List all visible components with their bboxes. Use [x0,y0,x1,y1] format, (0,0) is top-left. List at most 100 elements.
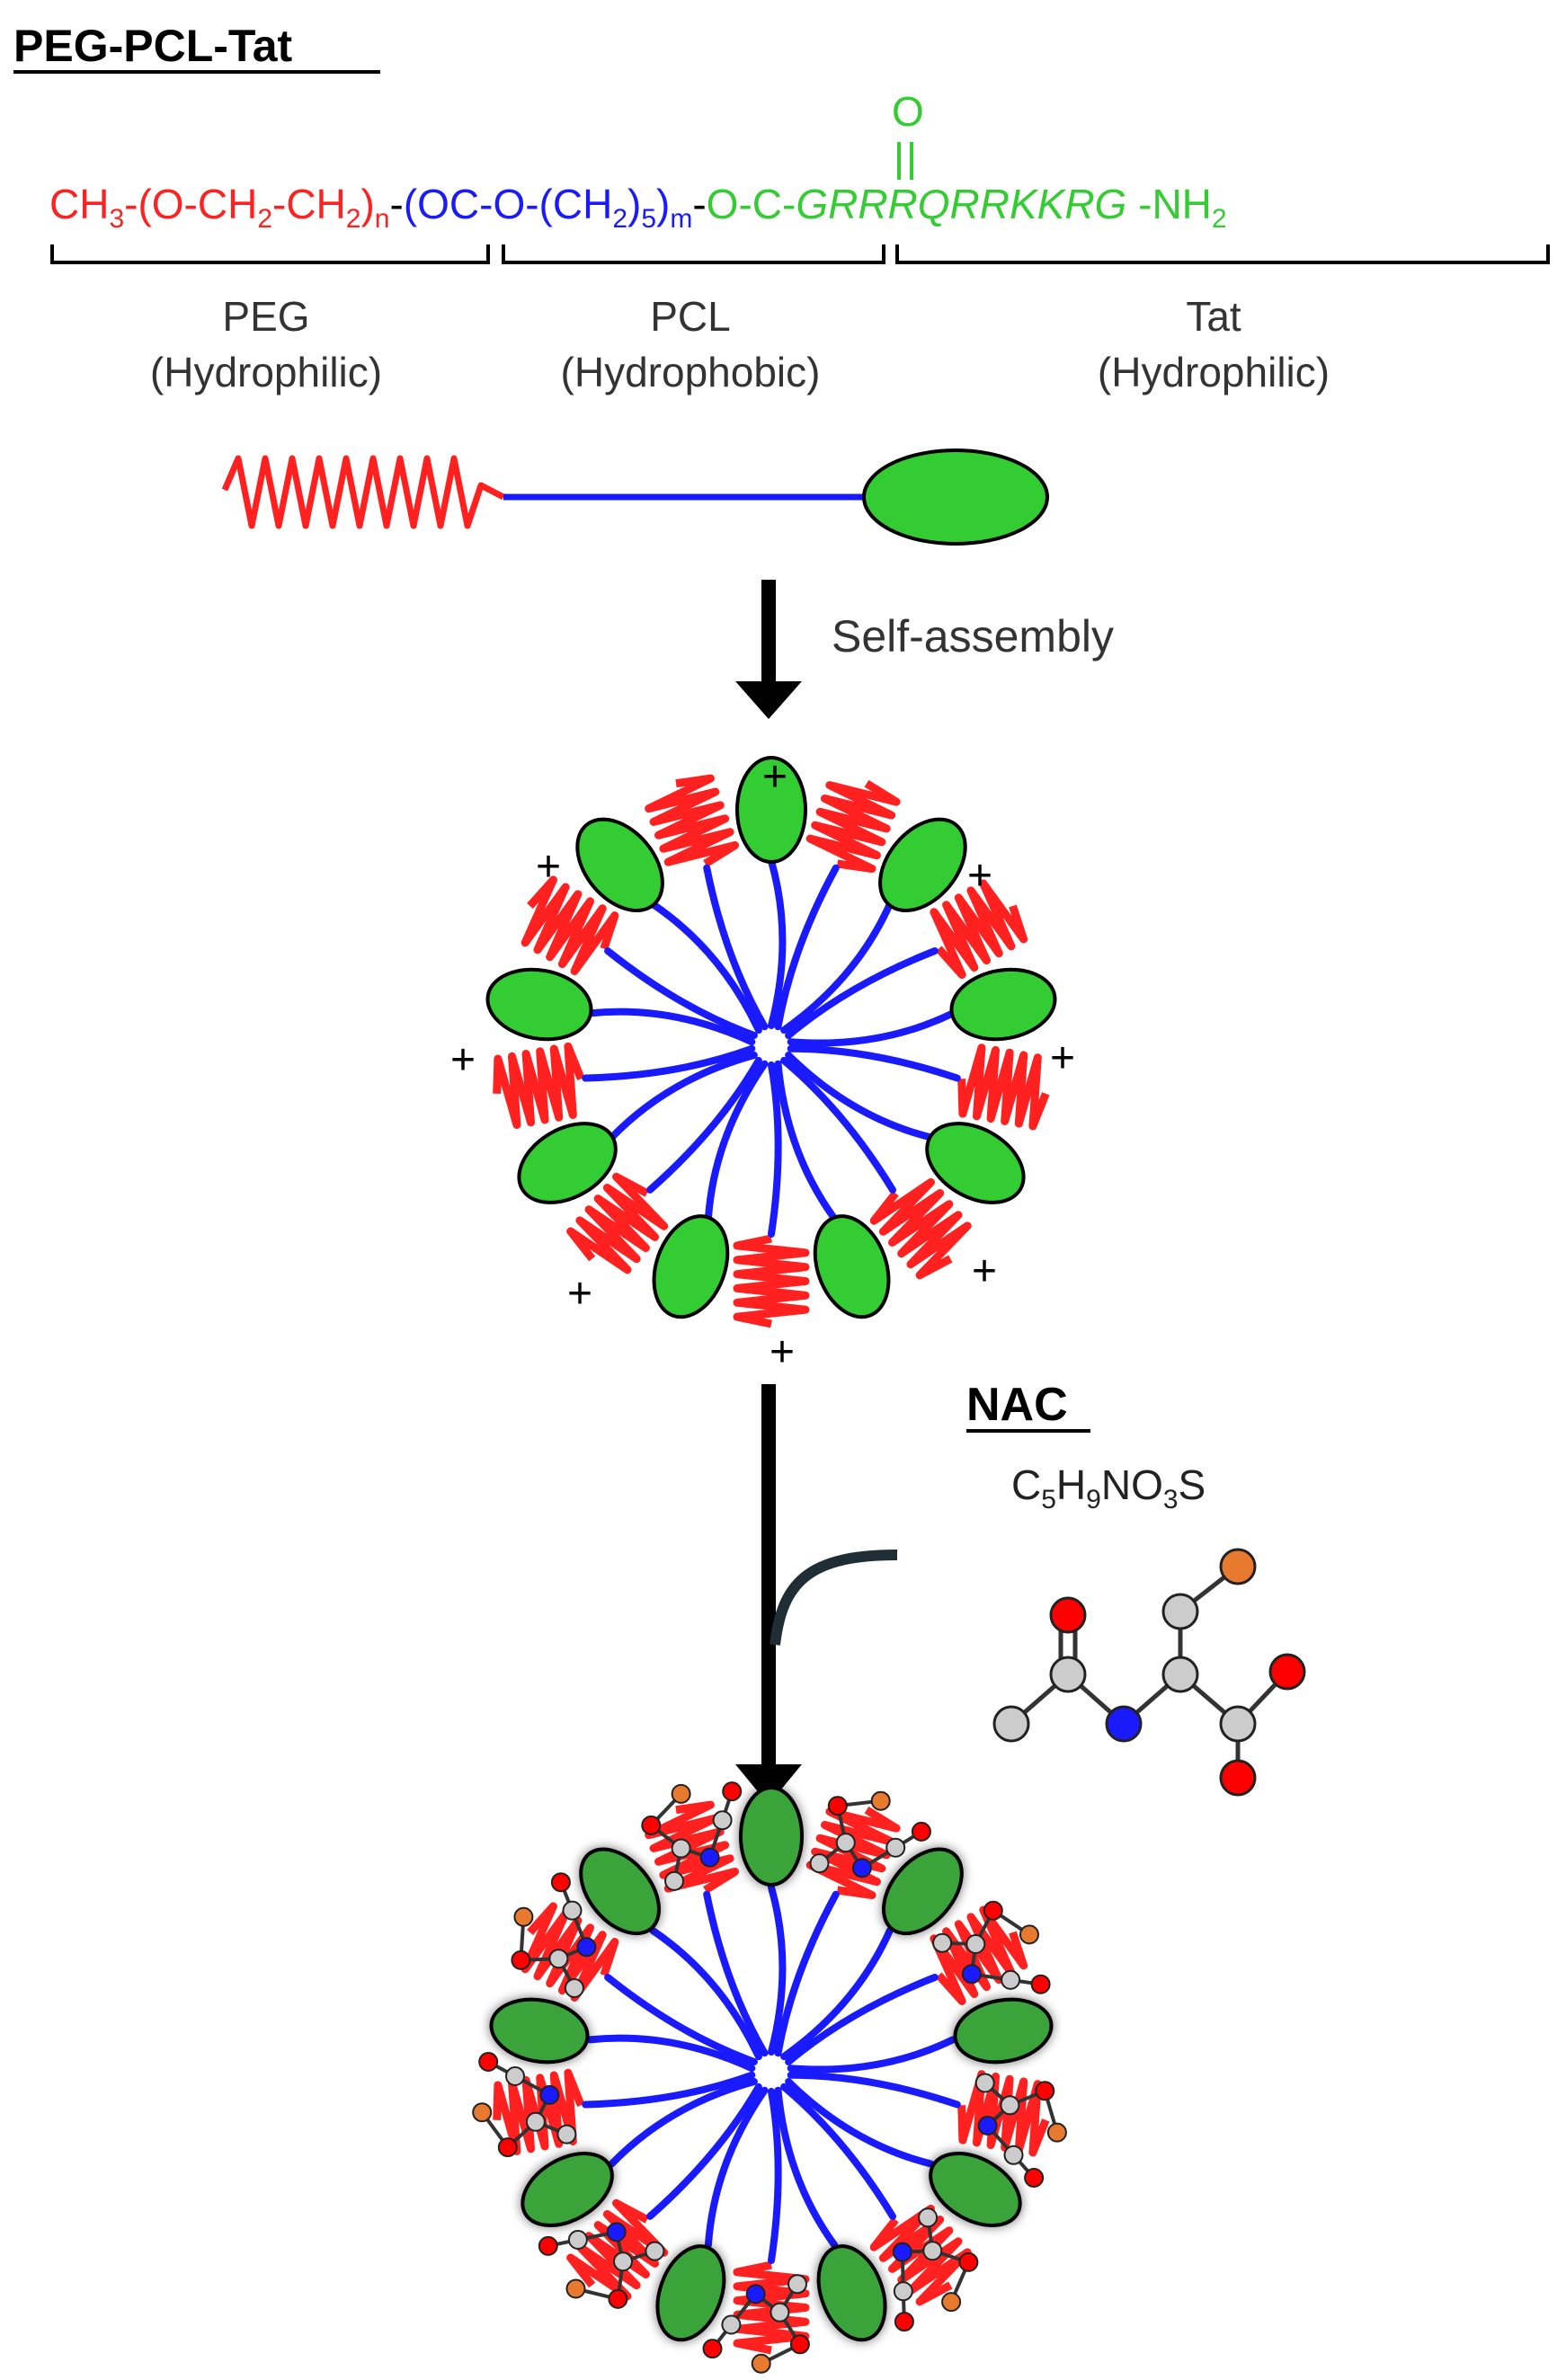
tat-head [485,967,593,1042]
pcl-chain [785,1052,935,1141]
tat-head [813,1214,891,1319]
carbon-atom [965,1934,986,1954]
pcl-chain [646,1056,762,1194]
carbon-atom [712,1810,733,1831]
peg-coil [930,879,1028,979]
oxygen-atom [478,2052,499,2072]
pcl-chain [768,1884,787,2056]
carbon-atom [1161,1593,1199,1630]
nitrogen-atom [699,1847,720,1868]
pcl-chain [785,947,939,1039]
positive-charge: + [967,852,992,900]
nac-molecule [992,1548,1306,1797]
carbon-atom [885,1837,906,1858]
pcl-chain [785,2078,935,2168]
unimer-cartoon [221,448,1049,546]
nac-formula: C5H9NO3S [1011,1461,1206,1514]
tat-head [489,1997,590,2065]
block-peg-name: PEG [222,293,309,340]
carbon-atom [564,1978,584,1998]
carbon-atom [1001,1969,1021,1990]
positive-charge: + [536,843,561,891]
block-peg-property: (Hydrophilic) [150,349,382,395]
carbon-atom [835,1833,856,1853]
oxygen-atom [1219,1759,1257,1797]
carbon-atom [664,1870,684,1891]
carbon-atom [548,1949,569,1969]
pcl-chain [608,2078,758,2168]
peg-coil [221,455,505,529]
tat-head [925,1122,1026,1204]
tat-head [949,967,1057,1042]
carbon-atom [1219,1705,1257,1743]
tat-head [579,1847,661,1936]
carbon-atom [721,2314,742,2335]
block-pcl-name: PCL [650,293,730,340]
block-brackets [50,244,1550,264]
tat-head [735,756,807,864]
carbon-atom [567,2230,588,2250]
sulfur-atom [1219,1548,1257,1585]
pcl-chain [704,1060,769,1222]
carbon-atom [671,1838,691,1859]
carbon-atom [1049,1656,1087,1693]
tat-head [575,817,664,913]
block-tat-property: (Hydrophilic) [1098,349,1330,395]
chemical-formula: O CH3-(O-CH2-CH2)n-(OC-O-(CH2)5)m-O-C-GR… [49,88,1227,234]
nac-input-curve [770,1550,898,1646]
carbon-atom [992,1705,1030,1743]
diagram-title: PEG-PCL-Tat [13,21,293,71]
positive-charge: + [972,1248,997,1295]
tat-head [929,2152,1022,2227]
block-tat-name: Tat [1186,293,1241,340]
tat-head [521,2152,614,2227]
positive-charge: + [450,1036,476,1084]
carbon-atom [1003,2145,1024,2165]
peg-coil [566,1172,669,1274]
oxygen-atom [958,2251,979,2272]
nitrogen-atom [576,1937,597,1958]
oxygen-atom [911,1821,931,1842]
oxygen-atom [789,2334,810,2355]
pcl-chain [787,1009,957,1047]
pcl-chain [704,2086,769,2249]
carbon-atom [562,1900,583,1921]
carbon-atom [809,1853,830,1874]
peg-coil [645,774,739,867]
pcl-chain [608,1052,758,1141]
micelle-nac-loaded [472,1781,1067,2374]
bracket-tat [895,244,1550,264]
oxygen-atom [827,1796,848,1816]
pcl-chain [604,1974,758,2065]
pcl-chain [780,901,894,1035]
sulfur-atom [565,2278,586,2299]
pcl-chain [703,1890,769,2057]
peg-coil [493,1042,585,1129]
sulfur-atom [870,1790,891,1811]
peg-coil [805,779,901,873]
pcl-chain [582,2071,756,2109]
tat-head [878,817,967,913]
sulfur-atom [513,1906,534,1927]
sulfur-atom [472,2102,493,2123]
positive-charge: + [567,1270,592,1318]
peg-coil [521,875,619,975]
oxygen-atom [1268,1653,1306,1691]
carbon-atom [556,2124,577,2145]
carbon-atom [932,1932,953,1953]
nitrogen-atom [606,2222,627,2242]
pcl-chain [768,2088,782,2264]
sulfur-atom [751,2353,771,2374]
pcl-chain [780,1927,894,2061]
tat-head [739,1786,804,1887]
formula-line: CH3-(O-CH2-CH2)n-(OC-O-(CH2)5)m-O-C-GRRR… [49,181,1227,234]
pcl-chain [646,2082,762,2220]
pcl-chain [703,864,769,1031]
positive-charge: + [1050,1035,1075,1082]
tat-head [816,2244,887,2342]
arrow-head [735,1764,802,1805]
sulfur-atom [1046,2122,1067,2143]
oxygen-atom [641,1815,662,1835]
tat-head [652,1214,730,1319]
pcl-chain [586,1008,756,1046]
